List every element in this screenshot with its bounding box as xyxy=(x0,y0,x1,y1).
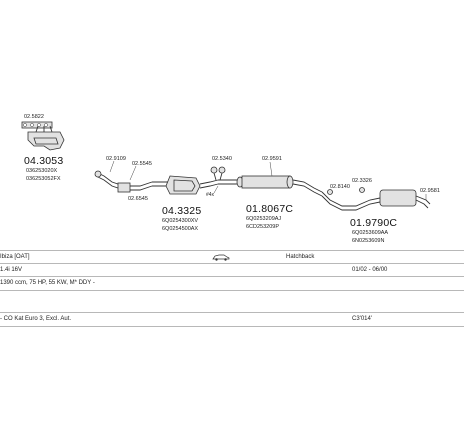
label-01-9790c: 01.9790C xyxy=(350,217,397,229)
divider xyxy=(0,290,464,291)
info-row-model: Ibiza [OAT] Hatchback xyxy=(0,251,464,263)
years: 01/02 - 06/00 xyxy=(352,267,388,273)
car-icon xyxy=(212,254,230,261)
label-02-9591: 02.9591 xyxy=(262,156,282,162)
catalog-code: C3'014' xyxy=(352,316,372,322)
rubber-hanger xyxy=(210,166,226,181)
label-6q0253209aj: 6Q0253209AJ xyxy=(246,216,281,222)
label-6q0253609aa: 6Q0253609AA xyxy=(352,230,388,236)
label-02-3326: 02.3326 xyxy=(352,178,372,184)
exhaust-diagram: 02.5822 04.3053 036253020X 036253052FX 0… xyxy=(21,114,440,244)
divider xyxy=(0,250,464,251)
info-row-description: - CO Kat Euro 3, Excl. Aut. C3'014' xyxy=(0,313,464,325)
label-02-9109: 02.9109 xyxy=(106,156,126,162)
divider xyxy=(0,263,464,264)
label-02-8140: 02.8140 xyxy=(330,184,350,190)
label-02-5545: 02.5545 xyxy=(132,161,152,167)
description: - CO Kat Euro 3, Excl. Aut. xyxy=(0,316,72,322)
rear-silencer xyxy=(321,189,431,211)
divider xyxy=(0,326,464,327)
info-row-engine: 1.4i 16V 01/02 - 06/00 xyxy=(0,264,464,276)
vehicle-info-table: Ibiza [OAT] Hatchback 1.4i 16V 01/02 - 0… xyxy=(0,250,464,330)
info-row-spec: 1390 ccm, 75 HP, 55 KW, M* DDY - xyxy=(0,277,464,289)
label-04-3325: 04.3325 xyxy=(162,205,201,217)
engine-spec: 1390 ccm, 75 HP, 55 KW, M* DDY - xyxy=(0,280,95,286)
label-6q0254300xv: 6Q0254300XV xyxy=(162,218,198,224)
front-pipe xyxy=(94,170,153,193)
label-6cd253209p: 6CD253209P xyxy=(246,224,279,230)
label-04-3053: 04.3053 xyxy=(24,155,63,167)
label-6q0254500ax: 6Q0254500AX xyxy=(162,226,198,232)
hanger-ring xyxy=(359,187,365,193)
label-6n0253609n: 6N0253609N xyxy=(352,238,384,244)
label-036253052fx: 036253052FX xyxy=(26,176,61,182)
label-02-6545: 02.6545 xyxy=(128,196,148,202)
label-02-5340: 02.5340 xyxy=(212,156,232,162)
gasket-strip xyxy=(21,121,53,129)
label-hash-4x: #4x xyxy=(206,192,215,198)
catalytic-converter xyxy=(152,175,219,195)
label-036253020x: 036253020X xyxy=(26,168,58,174)
engine: 1.4i 16V xyxy=(0,267,23,273)
divider xyxy=(0,312,464,313)
label-02-5822: 02.5822 xyxy=(24,114,44,120)
label-02-9581: 02.9581 xyxy=(420,188,440,194)
divider xyxy=(0,276,464,277)
model-name: Ibiza [OAT] xyxy=(0,254,30,260)
body-type: Hatchback xyxy=(286,254,315,260)
manifold-catalyst xyxy=(27,125,65,151)
label-01-8067c: 01.8067C xyxy=(246,203,293,215)
centre-silencer xyxy=(218,175,323,197)
